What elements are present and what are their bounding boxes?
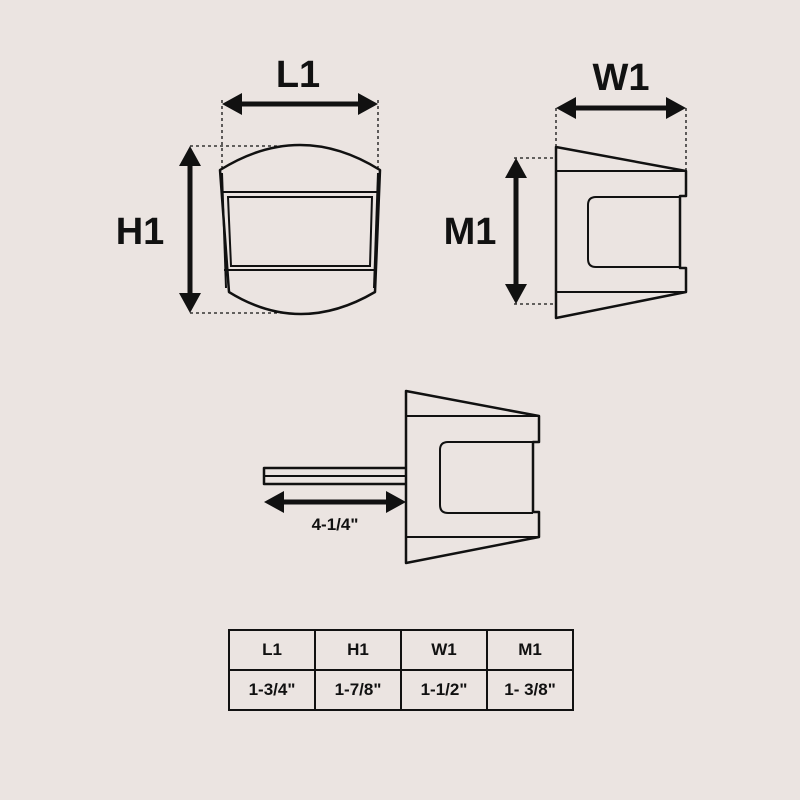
front-knob-outline <box>218 143 382 316</box>
table-cell: 1-1/2" <box>400 669 488 711</box>
table-header-cell: M1 <box>486 629 574 671</box>
stem-length-arrow <box>264 491 406 513</box>
l1-dimension-arrow <box>222 93 378 115</box>
stem-length-label: 4-1/4" <box>312 515 359 534</box>
table-header-cell: L1 <box>228 629 316 671</box>
table-cell: 1-7/8" <box>314 669 402 711</box>
front-view <box>190 100 382 316</box>
table-row: 1-3/4" 1-7/8" 1-1/2" 1- 3/8" <box>228 669 574 711</box>
h1-dimension-arrow <box>179 146 201 313</box>
w1-dimension-arrow <box>556 97 686 119</box>
table-header-cell: W1 <box>400 629 488 671</box>
m1-label: M1 <box>444 211 497 253</box>
stem-view <box>262 389 541 565</box>
dimensions-table: L1 H1 W1 M1 1-3/4" 1-7/8" 1-1/2" 1- 3/8" <box>228 629 574 711</box>
h1-label: H1 <box>116 211 165 253</box>
table-cell: 1-3/4" <box>228 669 316 711</box>
w1-label: W1 <box>593 57 650 99</box>
m1-dimension-arrow <box>505 158 527 304</box>
table-header-cell: H1 <box>314 629 402 671</box>
table-header-row: L1 H1 W1 M1 <box>228 629 574 671</box>
table-cell: 1- 3/8" <box>486 669 574 711</box>
side-view <box>514 108 688 320</box>
l1-label: L1 <box>276 54 320 96</box>
